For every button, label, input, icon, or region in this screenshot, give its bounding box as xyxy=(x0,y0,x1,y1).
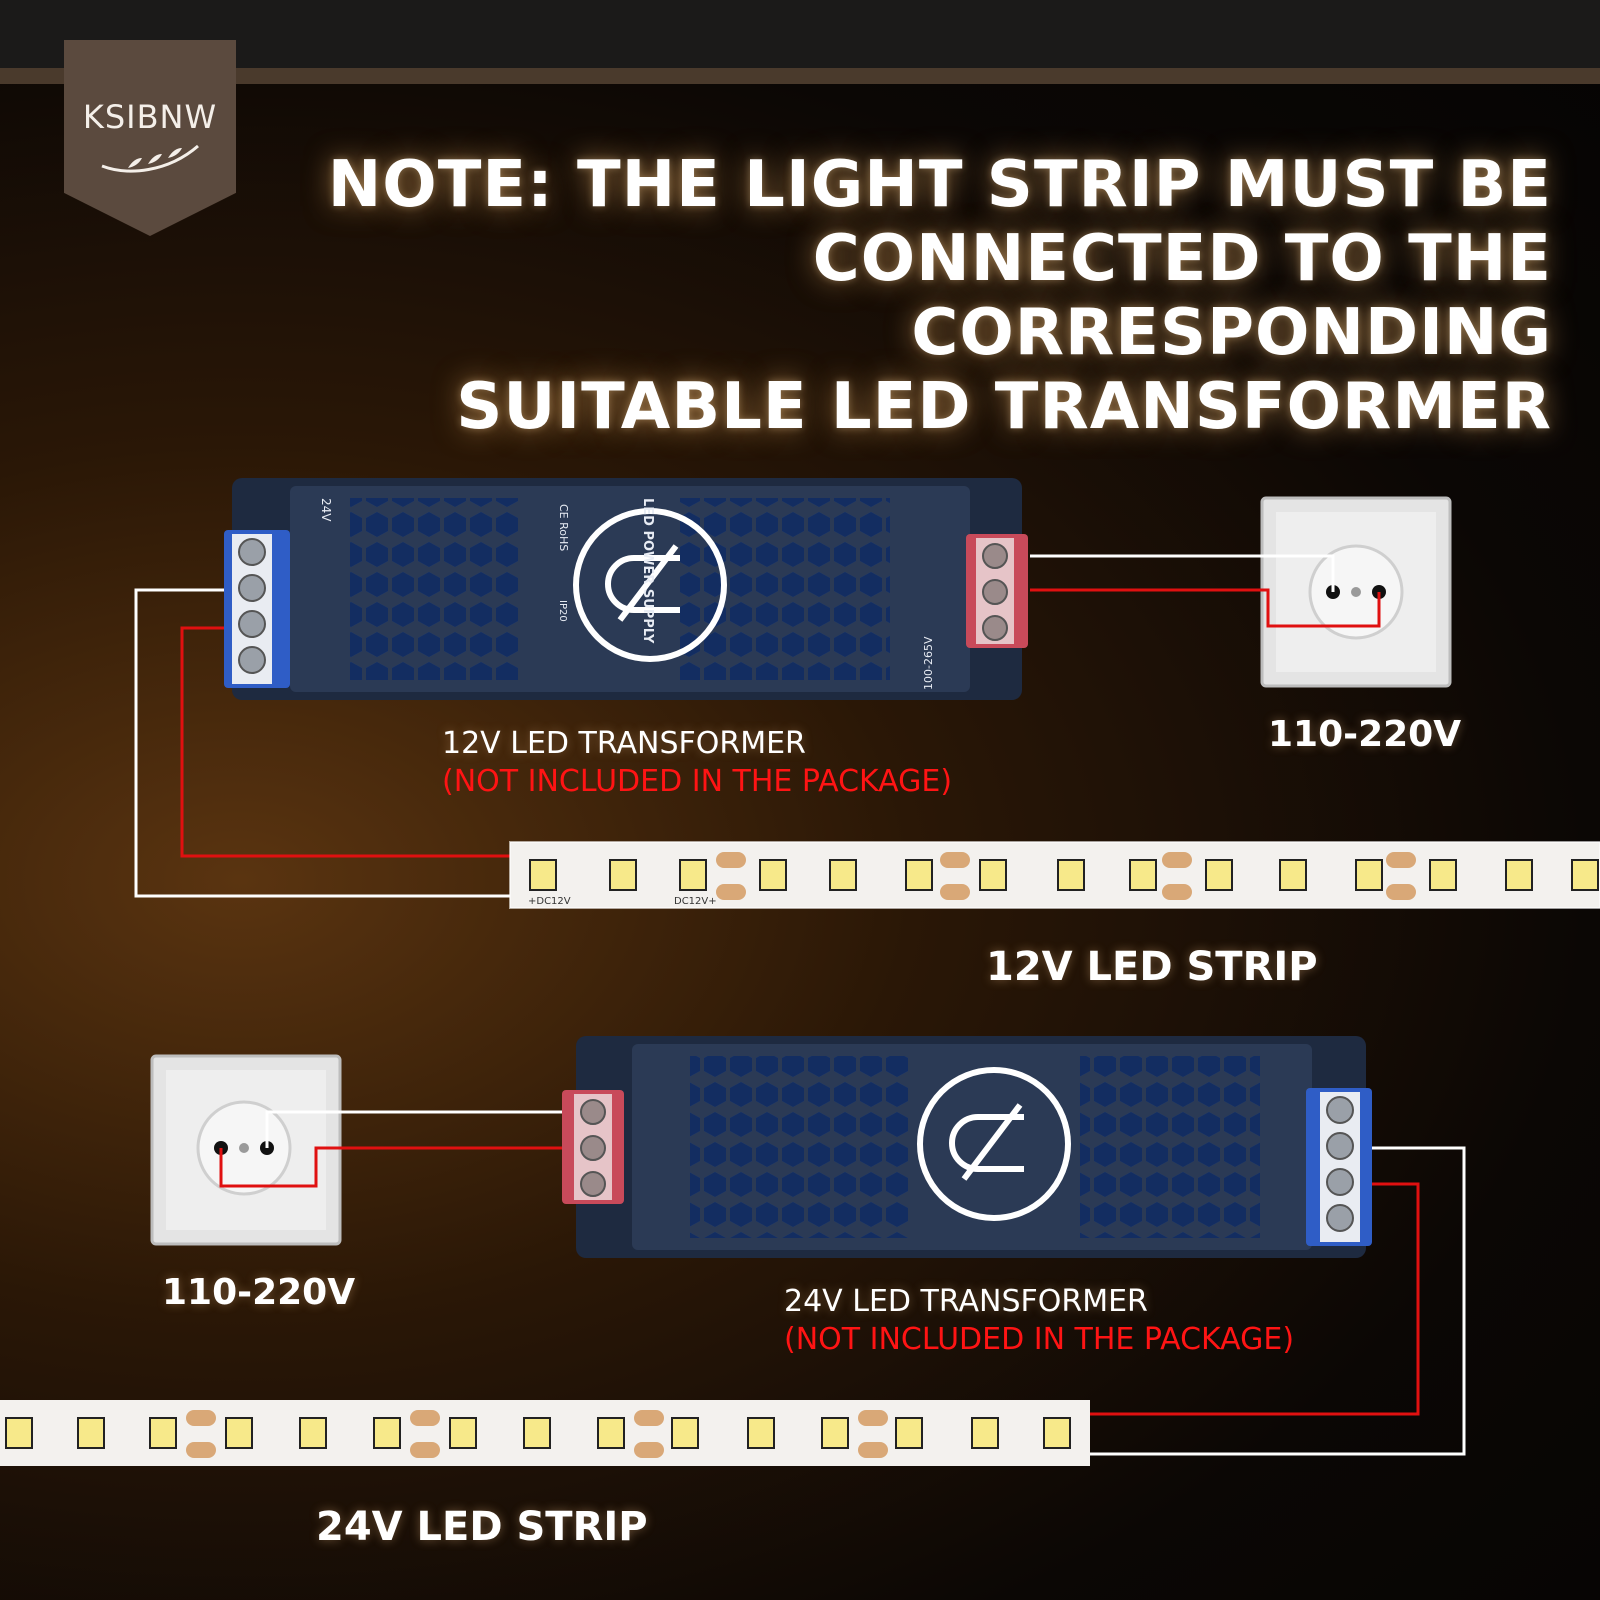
device-title-marking: LED POWER SUPPLY xyxy=(640,498,655,644)
leaf-icon xyxy=(101,144,199,173)
headline-line-2: CONNECTED TO THE CORRESPONDING xyxy=(812,222,1552,370)
input-voltage-marking: 100-265V xyxy=(922,636,935,690)
transformer-24v-note: (NOT INCLUDED IN THE PACKAGE) xyxy=(784,1322,1295,1357)
transformer-24v-label: 24V LED TRANSFORMER xyxy=(784,1284,1148,1319)
strip-24v-label: 24V LED STRIP xyxy=(316,1504,648,1550)
led-strip-12v: +DC12V DC12V+ xyxy=(509,841,1600,909)
wires-upper xyxy=(134,554,1381,898)
led-strip-24v xyxy=(0,1400,1090,1466)
not-equal-icon xyxy=(573,508,727,662)
strip-mark-plus: +DC12V xyxy=(528,896,571,907)
headline: NOTE: THE LIGHT STRIP MUST BE CONNECTED … xyxy=(192,148,1552,444)
cert-marking: CE RoHS xyxy=(557,504,570,551)
outlet-upper-voltage: 110-220V xyxy=(1268,714,1462,755)
output-terminal-block-lower xyxy=(1306,1088,1372,1246)
transformer-12v-label: 12V LED TRANSFORMER xyxy=(442,726,806,761)
wall-outlet-upper xyxy=(1260,496,1452,688)
headline-line-1: NOTE: THE LIGHT STRIP MUST BE xyxy=(327,148,1552,222)
transformer-24v xyxy=(562,1036,1372,1258)
wires-lower xyxy=(219,1110,1466,1456)
input-terminal-block-lower xyxy=(562,1090,624,1204)
outlet-lower-voltage: 110-220V xyxy=(162,1272,356,1313)
headline-line-3: SUITABLE LED TRANSFORMER xyxy=(456,370,1552,444)
strip-mark-minus: DC12V+ xyxy=(674,896,717,907)
rating-marking: IP20 xyxy=(557,600,568,622)
top-border xyxy=(0,68,1600,84)
brand-name: KSIBNW xyxy=(82,98,218,136)
not-equal-icon xyxy=(917,1067,1071,1221)
output-terminal-block xyxy=(224,530,290,688)
brand-logo: KSIBNW xyxy=(64,40,236,236)
top-bar xyxy=(0,0,1600,68)
output-voltage-marking: 24V xyxy=(319,498,333,522)
wall-outlet-lower xyxy=(150,1054,342,1246)
transformer-12v: 24V 100-265V LED POWER SUPPLY CE RoHS IP… xyxy=(224,478,1028,700)
transformer-12v-note: (NOT INCLUDED IN THE PACKAGE) xyxy=(442,764,953,799)
strip-12v-label: 12V LED STRIP xyxy=(986,944,1318,990)
input-terminal-block xyxy=(966,534,1028,648)
